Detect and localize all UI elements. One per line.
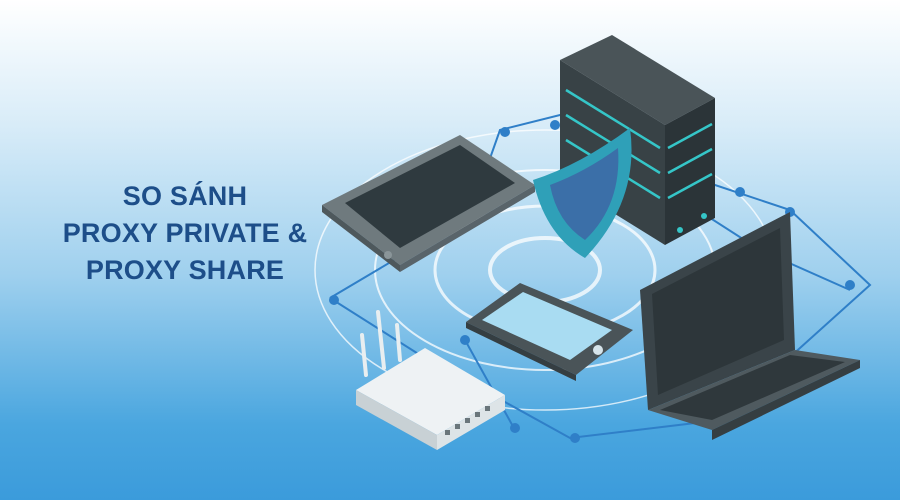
phone-icon: [466, 283, 633, 381]
banner-title: SO SÁNH PROXY PRIVATE & PROXY SHARE: [55, 178, 315, 289]
tablet-icon: [322, 135, 535, 272]
title-line-2: PROXY PRIVATE &: [62, 218, 308, 248]
laptop-icon: [640, 212, 860, 440]
title-line-1: SO SÁNH: [122, 181, 248, 211]
router-icon: [356, 310, 505, 450]
title-line-3: PROXY SHARE: [85, 255, 285, 285]
shield-icon: [533, 128, 632, 258]
